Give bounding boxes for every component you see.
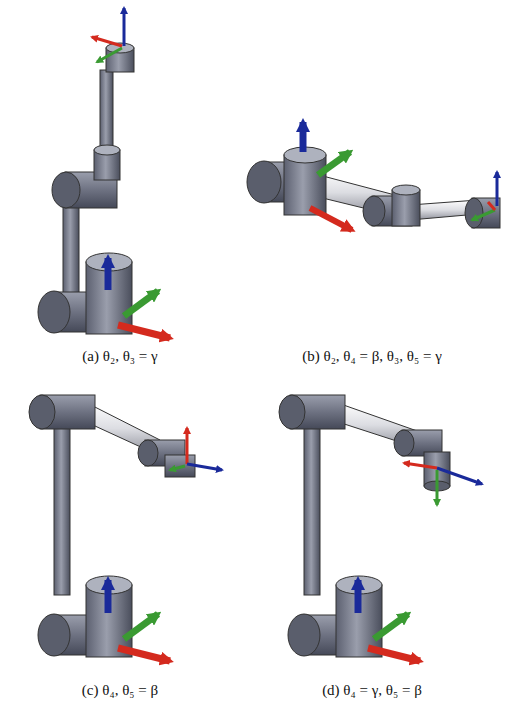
caption-label: (a) θ₂, θ₃ = γ	[82, 348, 157, 365]
caption-label: (b) θ₂, θ₄ = β, θ₃, θ₅ = γ	[302, 348, 442, 365]
caption-label: (d) θ₄ = γ, θ₅ = β	[322, 682, 422, 699]
caption-label: (c) θ₄, θ₅ = β	[82, 682, 158, 699]
